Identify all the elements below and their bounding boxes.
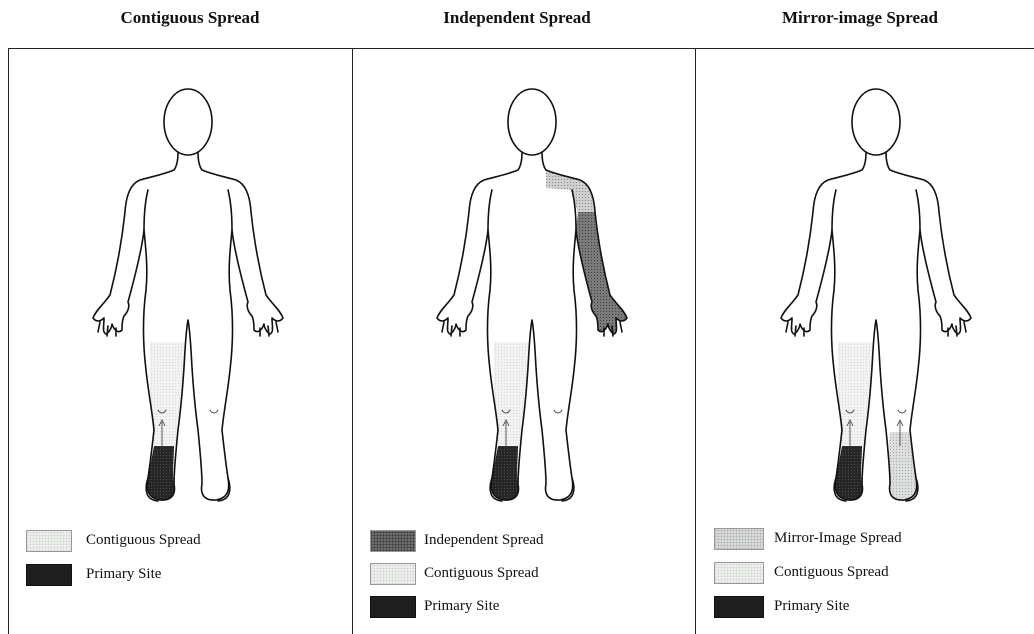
contiguous-swatch	[714, 562, 764, 584]
panel-title-independent: Independent Spread	[347, 8, 687, 28]
legend-item: Primary Site	[370, 596, 630, 618]
legend-item: Contiguous Spread	[26, 530, 286, 552]
primary-site-swatch	[714, 596, 764, 618]
contiguous-swatch	[26, 530, 72, 552]
contiguous-region	[493, 342, 528, 450]
legend-label: Primary Site	[86, 566, 161, 583]
legend-label: Contiguous Spread	[86, 532, 201, 549]
legend-label: Primary Site	[424, 598, 499, 615]
independent-spread-upper-region	[546, 170, 595, 214]
panel-divider-1	[352, 48, 353, 634]
mirror-image-swatch	[714, 528, 764, 550]
mirror-image-region	[889, 432, 917, 500]
legend-item: Contiguous Spread	[370, 563, 630, 585]
panel-title-contiguous: Contiguous Spread	[20, 8, 360, 28]
panel-divider-2	[695, 48, 696, 634]
legend-item: Mirror-Image Spread	[714, 528, 974, 550]
contiguous-swatch	[370, 563, 416, 585]
legend-item: Contiguous Spread	[714, 562, 974, 584]
legend-label: Contiguous Spread	[424, 565, 539, 582]
legend-label: Mirror-Image Spread	[774, 530, 902, 547]
body-figure-contiguous	[88, 80, 288, 505]
body-figure-independent	[432, 80, 632, 505]
primary-site-swatch	[26, 564, 72, 586]
panel-title-mirror: Mirror-image Spread	[690, 8, 1030, 28]
body-figure-mirror	[776, 80, 976, 505]
legend-label: Primary Site	[774, 598, 849, 615]
legend-item: Independent Spread	[370, 530, 630, 552]
contiguous-region	[149, 342, 184, 450]
primary-site-swatch	[370, 596, 416, 618]
legend-label: Contiguous Spread	[774, 564, 889, 581]
legend-item: Primary Site	[714, 596, 974, 618]
legend-item: Primary Site	[26, 564, 286, 586]
contiguous-region	[837, 342, 872, 450]
legend-label: Independent Spread	[424, 532, 544, 549]
independent-swatch	[370, 530, 416, 552]
